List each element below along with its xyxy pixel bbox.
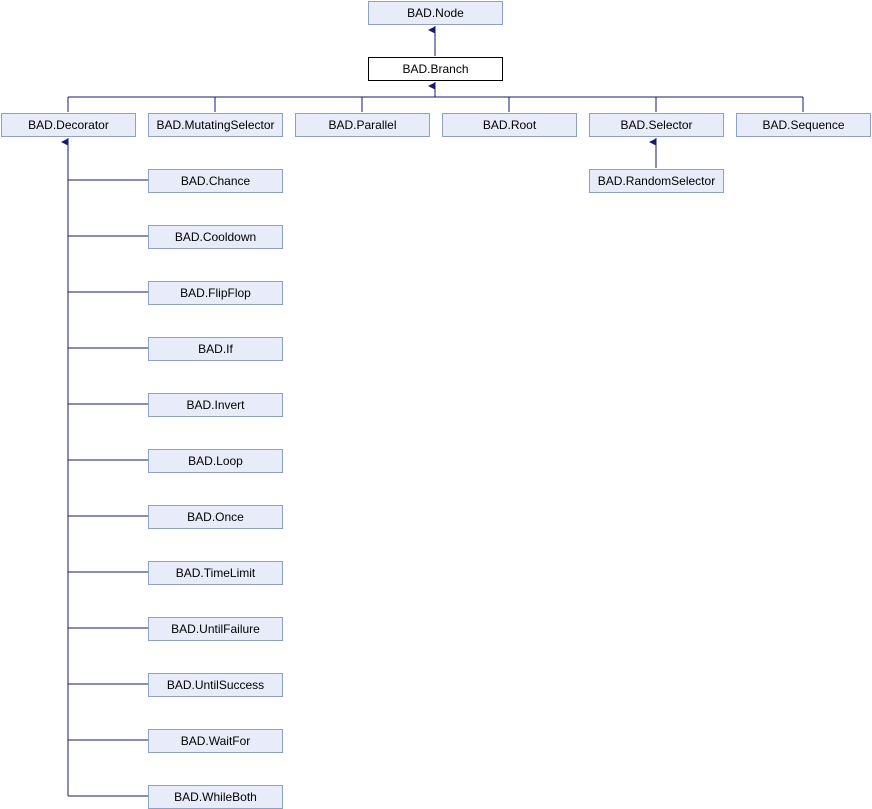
node-bad-flipflop[interactable]: BAD.FlipFlop	[148, 281, 283, 305]
node-bad-branch: BAD.Branch	[368, 57, 503, 81]
node-bad-cooldown[interactable]: BAD.Cooldown	[148, 225, 283, 249]
node-bad-decorator[interactable]: BAD.Decorator	[1, 113, 136, 137]
node-bad-if[interactable]: BAD.If	[148, 337, 283, 361]
node-bad-waitfor[interactable]: BAD.WaitFor	[148, 729, 283, 753]
edges-decorator-children	[61, 138, 148, 797]
node-bad-randomselector[interactable]: BAD.RandomSelector	[589, 169, 724, 193]
node-bad-whileboth[interactable]: BAD.WhileBoth	[148, 785, 283, 809]
node-bad-timelimit[interactable]: BAD.TimeLimit	[148, 561, 283, 585]
node-bad-node[interactable]: BAD.Node	[368, 1, 503, 25]
node-bad-chance[interactable]: BAD.Chance	[148, 169, 283, 193]
node-bad-untilsuccess[interactable]: BAD.UntilSuccess	[148, 673, 283, 697]
node-bad-parallel[interactable]: BAD.Parallel	[295, 113, 430, 137]
node-bad-untilfailure[interactable]: BAD.UntilFailure	[148, 617, 283, 641]
node-bad-loop[interactable]: BAD.Loop	[148, 449, 283, 473]
node-bad-invert[interactable]: BAD.Invert	[148, 393, 283, 417]
node-bad-root[interactable]: BAD.Root	[442, 113, 577, 137]
edges-branch-children	[67, 82, 804, 112]
node-bad-selector[interactable]: BAD.Selector	[589, 113, 724, 137]
node-bad-mutatingselector[interactable]: BAD.MutatingSelector	[148, 113, 283, 137]
node-bad-once[interactable]: BAD.Once	[148, 505, 283, 529]
node-bad-sequence[interactable]: BAD.Sequence	[736, 113, 871, 137]
